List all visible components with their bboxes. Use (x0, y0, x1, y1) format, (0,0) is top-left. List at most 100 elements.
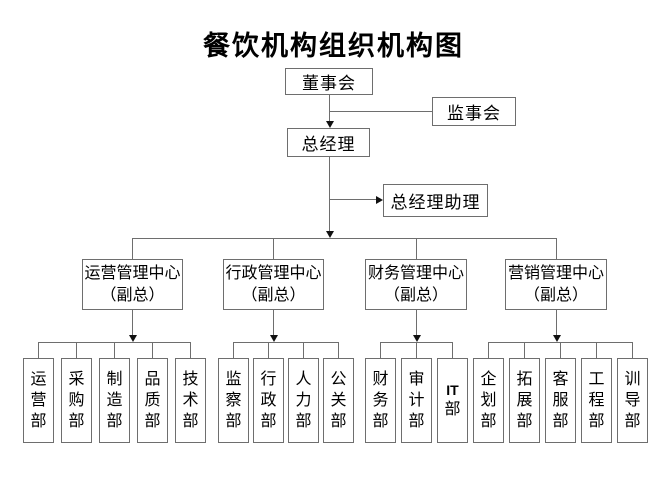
department-label-unit: 部 (295, 412, 312, 430)
department-box: 行政部 (253, 358, 284, 443)
department-label-unit: 行 (260, 370, 277, 388)
dept-stub (268, 342, 269, 358)
department-label-unit: 客 (552, 370, 569, 388)
drop-to-center-marketing (556, 238, 557, 259)
department-label-unit: 部 (552, 412, 569, 430)
department-box: 公关部 (323, 358, 354, 443)
department-label-unit: 审 (408, 370, 425, 388)
department-label-unit: 运 (30, 370, 47, 388)
line-board-to-gm (329, 95, 330, 121)
department-label-unit: IT (446, 382, 459, 398)
department-label-unit: 展 (516, 391, 533, 409)
dept-stub (152, 342, 153, 358)
department-label-unit: 部 (260, 412, 277, 430)
department-label-unit: 财 (372, 370, 389, 388)
department-label-unit: 品 (144, 370, 161, 388)
arrowhead-group-marketing (553, 335, 561, 342)
department-label-unit: 政 (260, 391, 277, 409)
dept-stub (76, 342, 77, 358)
drop-from-center-operations (132, 310, 133, 335)
department-box: 人力部 (288, 358, 319, 443)
department-box: 财务部 (365, 358, 396, 443)
line-main-distribution (132, 238, 557, 239)
department-label-unit: 部 (624, 412, 641, 430)
node-board: 董事会 (285, 68, 373, 95)
drop-to-center-administration (273, 238, 274, 259)
department-box: 运营部 (23, 358, 54, 443)
line-board-to-supervisory (329, 111, 432, 112)
department-label-unit: 部 (408, 412, 425, 430)
department-label-unit: 划 (480, 391, 497, 409)
center-box-administration: 行政管理中心 （副总） (223, 259, 324, 310)
arrowhead-main-junction (326, 231, 334, 238)
department-box: 品质部 (137, 358, 168, 443)
center-deputy: （副总） (383, 286, 448, 304)
department-label-unit: 制 (106, 370, 123, 388)
department-label-unit: 监 (225, 370, 242, 388)
dept-stub (114, 342, 115, 358)
department-group-operations: 运营部采购部制造部品质部技术部 (23, 358, 206, 443)
department-label-unit: 部 (480, 412, 497, 430)
department-group-marketing: 企划部拓展部客服部工程部训导部 (473, 358, 648, 443)
center-box-finance: 财务管理中心 （副总） (365, 259, 467, 310)
dept-stub (452, 342, 453, 358)
center-name: 营销管理中心 (507, 264, 604, 282)
dept-stub (38, 342, 39, 358)
department-label-unit: 部 (106, 412, 123, 430)
dept-stub (190, 342, 191, 358)
department-box: 客服部 (545, 358, 576, 443)
department-label-unit: 部 (516, 412, 533, 430)
dept-stub (488, 342, 489, 358)
department-label-unit: 力 (295, 391, 312, 409)
center-deputy: （副总） (100, 286, 165, 304)
department-label-unit: 拓 (516, 370, 533, 388)
department-label-unit: 程 (588, 391, 605, 409)
department-box: 制造部 (99, 358, 130, 443)
department-label-unit: 采 (68, 370, 85, 388)
department-box: 技术部 (175, 358, 206, 443)
group-line-administration (233, 342, 339, 343)
dept-stub (233, 342, 234, 358)
department-box: 采购部 (61, 358, 92, 443)
dept-stub (524, 342, 525, 358)
center-name: 财务管理中心 (367, 264, 464, 282)
dept-stub (303, 342, 304, 358)
department-label-unit: 部 (588, 412, 605, 430)
drop-from-center-administration (273, 310, 274, 335)
line-to-gm-assistant (329, 199, 376, 200)
dept-stub (560, 342, 561, 358)
dept-stub (632, 342, 633, 358)
department-label-unit: 工 (588, 370, 605, 388)
department-label-unit: 部 (182, 412, 199, 430)
dept-stub (380, 342, 381, 358)
drop-from-center-marketing (556, 310, 557, 335)
department-box: 监察部 (218, 358, 249, 443)
center-name: 行政管理中心 (225, 264, 322, 282)
department-label-unit: 技 (182, 370, 199, 388)
department-label-unit: 计 (408, 391, 425, 409)
arrowhead-into-gm-assistant (376, 196, 383, 204)
center-deputy: （副总） (241, 286, 306, 304)
department-label-unit: 造 (106, 391, 123, 409)
department-label-unit: 公 (330, 370, 347, 388)
drop-to-center-operations (132, 238, 133, 259)
department-label-unit: 购 (68, 391, 85, 409)
center-box-operations: 运营管理中心 （副总） (82, 259, 183, 310)
department-label-unit: 营 (30, 391, 47, 409)
chart-title: 餐饮机构组织机构图 (203, 31, 464, 61)
department-label-unit: 部 (144, 412, 161, 430)
department-label-unit: 关 (330, 391, 347, 409)
node-gm-assistant: 总经理助理 (383, 184, 488, 217)
department-label-unit: 部 (330, 412, 347, 430)
dept-stub (596, 342, 597, 358)
drop-from-center-finance (416, 310, 417, 335)
department-box: 拓展部 (509, 358, 540, 443)
department-group-administration: 监察部行政部人力部公关部 (218, 358, 354, 443)
dept-stub (338, 342, 339, 358)
department-label-unit: 务 (372, 391, 389, 409)
line-gm-trunk (329, 157, 330, 231)
department-label-unit: 服 (552, 391, 569, 409)
